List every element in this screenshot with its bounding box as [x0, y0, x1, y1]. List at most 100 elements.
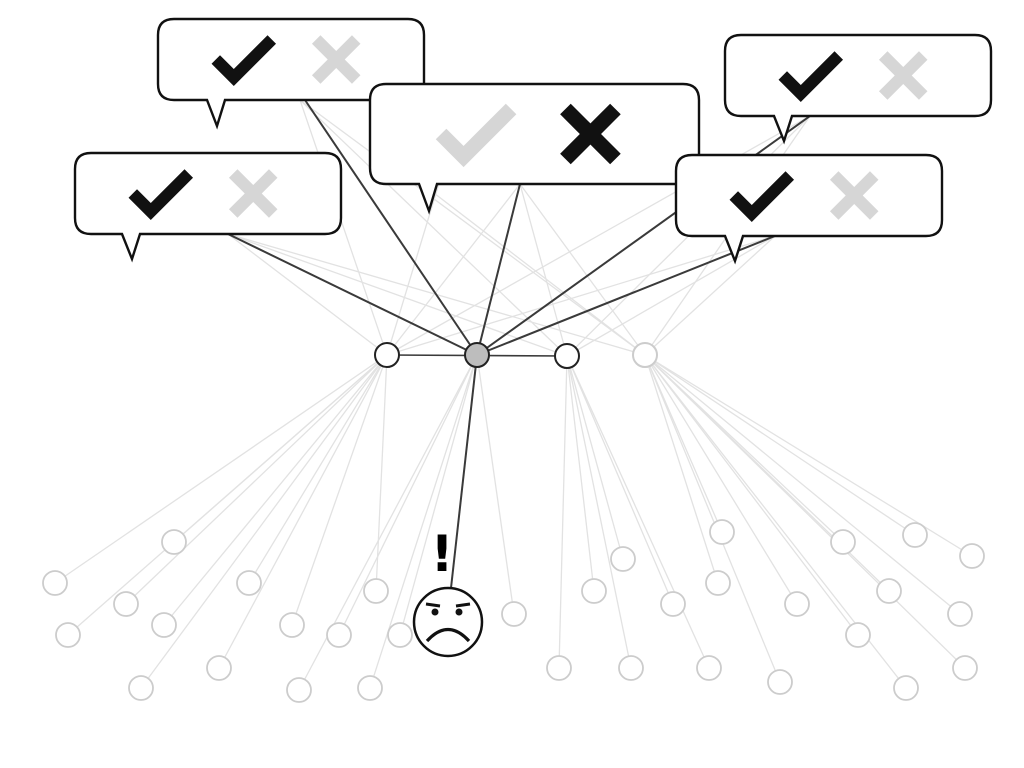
- leaf-node: [696, 655, 722, 681]
- alert-exclamation: !: [431, 525, 454, 583]
- hub-leaf-line: [644, 354, 781, 683]
- leaf-node: [581, 578, 607, 604]
- cross-mark-icon: [878, 51, 928, 100]
- hub-leaf-line: [644, 354, 719, 584]
- leaf-nodes: [42, 519, 985, 703]
- leaf-node: [161, 529, 187, 555]
- speech-bubble-shape: [73, 151, 343, 263]
- hub-leaf-line: [163, 354, 388, 626]
- leaf-node: [151, 612, 177, 638]
- leaf-node: [618, 655, 644, 681]
- leaf-node: [42, 570, 68, 596]
- leaf-node: [236, 570, 262, 596]
- active-bubble-line: [227, 233, 478, 356]
- leaf-node: [845, 622, 871, 648]
- leaf-node: [830, 529, 856, 555]
- hub-node: [374, 342, 400, 368]
- leaf-node: [206, 655, 232, 681]
- faint-link-line: [644, 235, 776, 356]
- leaf-node: [546, 655, 572, 681]
- check-mark-icon: [128, 169, 194, 220]
- leaf-node: [363, 578, 389, 604]
- hub-leaf-line: [218, 354, 388, 669]
- leaf-node: [113, 591, 139, 617]
- hub-leaf-line: [125, 354, 388, 605]
- leaf-node: [902, 522, 928, 548]
- hub-leaf-line: [140, 354, 388, 689]
- leaf-node: [326, 622, 352, 648]
- leaf-node: [128, 675, 154, 701]
- hub-leaf-line: [54, 354, 388, 584]
- hub-leaf-line: [558, 355, 568, 669]
- hub-node: [554, 343, 580, 369]
- frowning-face-icon: [412, 586, 484, 658]
- cross-mark-icon: [311, 35, 361, 84]
- check-mark-icon: [435, 103, 517, 168]
- leaf-node: [501, 601, 527, 627]
- faint-hub-node: [632, 342, 658, 368]
- faint-link-line: [519, 183, 646, 356]
- speech-bubble-shape: [723, 33, 993, 145]
- faint-link-line: [227, 233, 388, 356]
- leaf-node: [784, 591, 810, 617]
- faint-link-line: [386, 235, 776, 356]
- hub-leaf-line: [338, 354, 478, 636]
- central-hub-node: [464, 342, 490, 368]
- leaf-node: [660, 591, 686, 617]
- leaf-node: [286, 677, 312, 703]
- hub-leaf-line: [399, 354, 478, 636]
- speech-bubble: [674, 153, 944, 265]
- hub-leaf-line: [375, 354, 388, 592]
- leaf-node: [767, 669, 793, 695]
- faint-link-line: [386, 179, 441, 356]
- hub-leaf-line: [566, 355, 595, 592]
- speech-bubble-shape: [674, 153, 944, 265]
- leaf-node: [876, 578, 902, 604]
- hub-leaf-line: [566, 355, 674, 605]
- hub-leaf-line: [566, 355, 710, 669]
- faint-link-line: [519, 183, 568, 357]
- speech-bubble: [368, 82, 701, 215]
- leaf-node: [947, 601, 973, 627]
- active-bubble-line: [304, 99, 478, 356]
- leaf-node: [279, 612, 305, 638]
- user-link-line: [450, 354, 478, 589]
- faint-link-line: [227, 233, 568, 357]
- speech-bubble: [73, 151, 343, 263]
- hub-leaf-line: [644, 354, 961, 615]
- feedback-bubbles: [73, 17, 993, 265]
- hub-leaf-line: [248, 354, 388, 584]
- cross-mark-icon: [829, 171, 879, 220]
- leaf-node: [610, 546, 636, 572]
- check-mark-icon: [778, 51, 844, 102]
- leaf-node: [893, 675, 919, 701]
- faint-link-line: [429, 189, 646, 356]
- faint-link-line: [566, 235, 776, 357]
- leaf-node: [959, 543, 985, 569]
- faint-link-line: [299, 99, 646, 356]
- hub-leaf-line: [644, 354, 966, 669]
- speech-bubble: [156, 17, 426, 130]
- hub-leaf-line: [566, 355, 624, 560]
- hub-leaf-line: [644, 354, 798, 605]
- hub-leaf-line: [291, 354, 388, 626]
- dissatisfied-user: !: [412, 525, 484, 658]
- leaf-node: [705, 570, 731, 596]
- hub-leaf-line: [173, 354, 388, 543]
- leaf-node: [357, 675, 383, 701]
- hub-leaf-line: [476, 354, 515, 615]
- leaf-node: [709, 519, 735, 545]
- speech-bubble-shape: [368, 82, 701, 215]
- speech-bubble: [723, 33, 993, 145]
- hub-leaf-line: [644, 354, 916, 536]
- check-mark-icon: [729, 171, 795, 222]
- leaf-node: [387, 622, 413, 648]
- cross-mark-icon: [228, 169, 278, 218]
- hub-leaf-line: [644, 354, 859, 636]
- hub-nodes: [374, 342, 658, 369]
- hub-leaf-line: [566, 355, 632, 669]
- leaf-node: [952, 655, 978, 681]
- check-mark-icon: [211, 35, 277, 86]
